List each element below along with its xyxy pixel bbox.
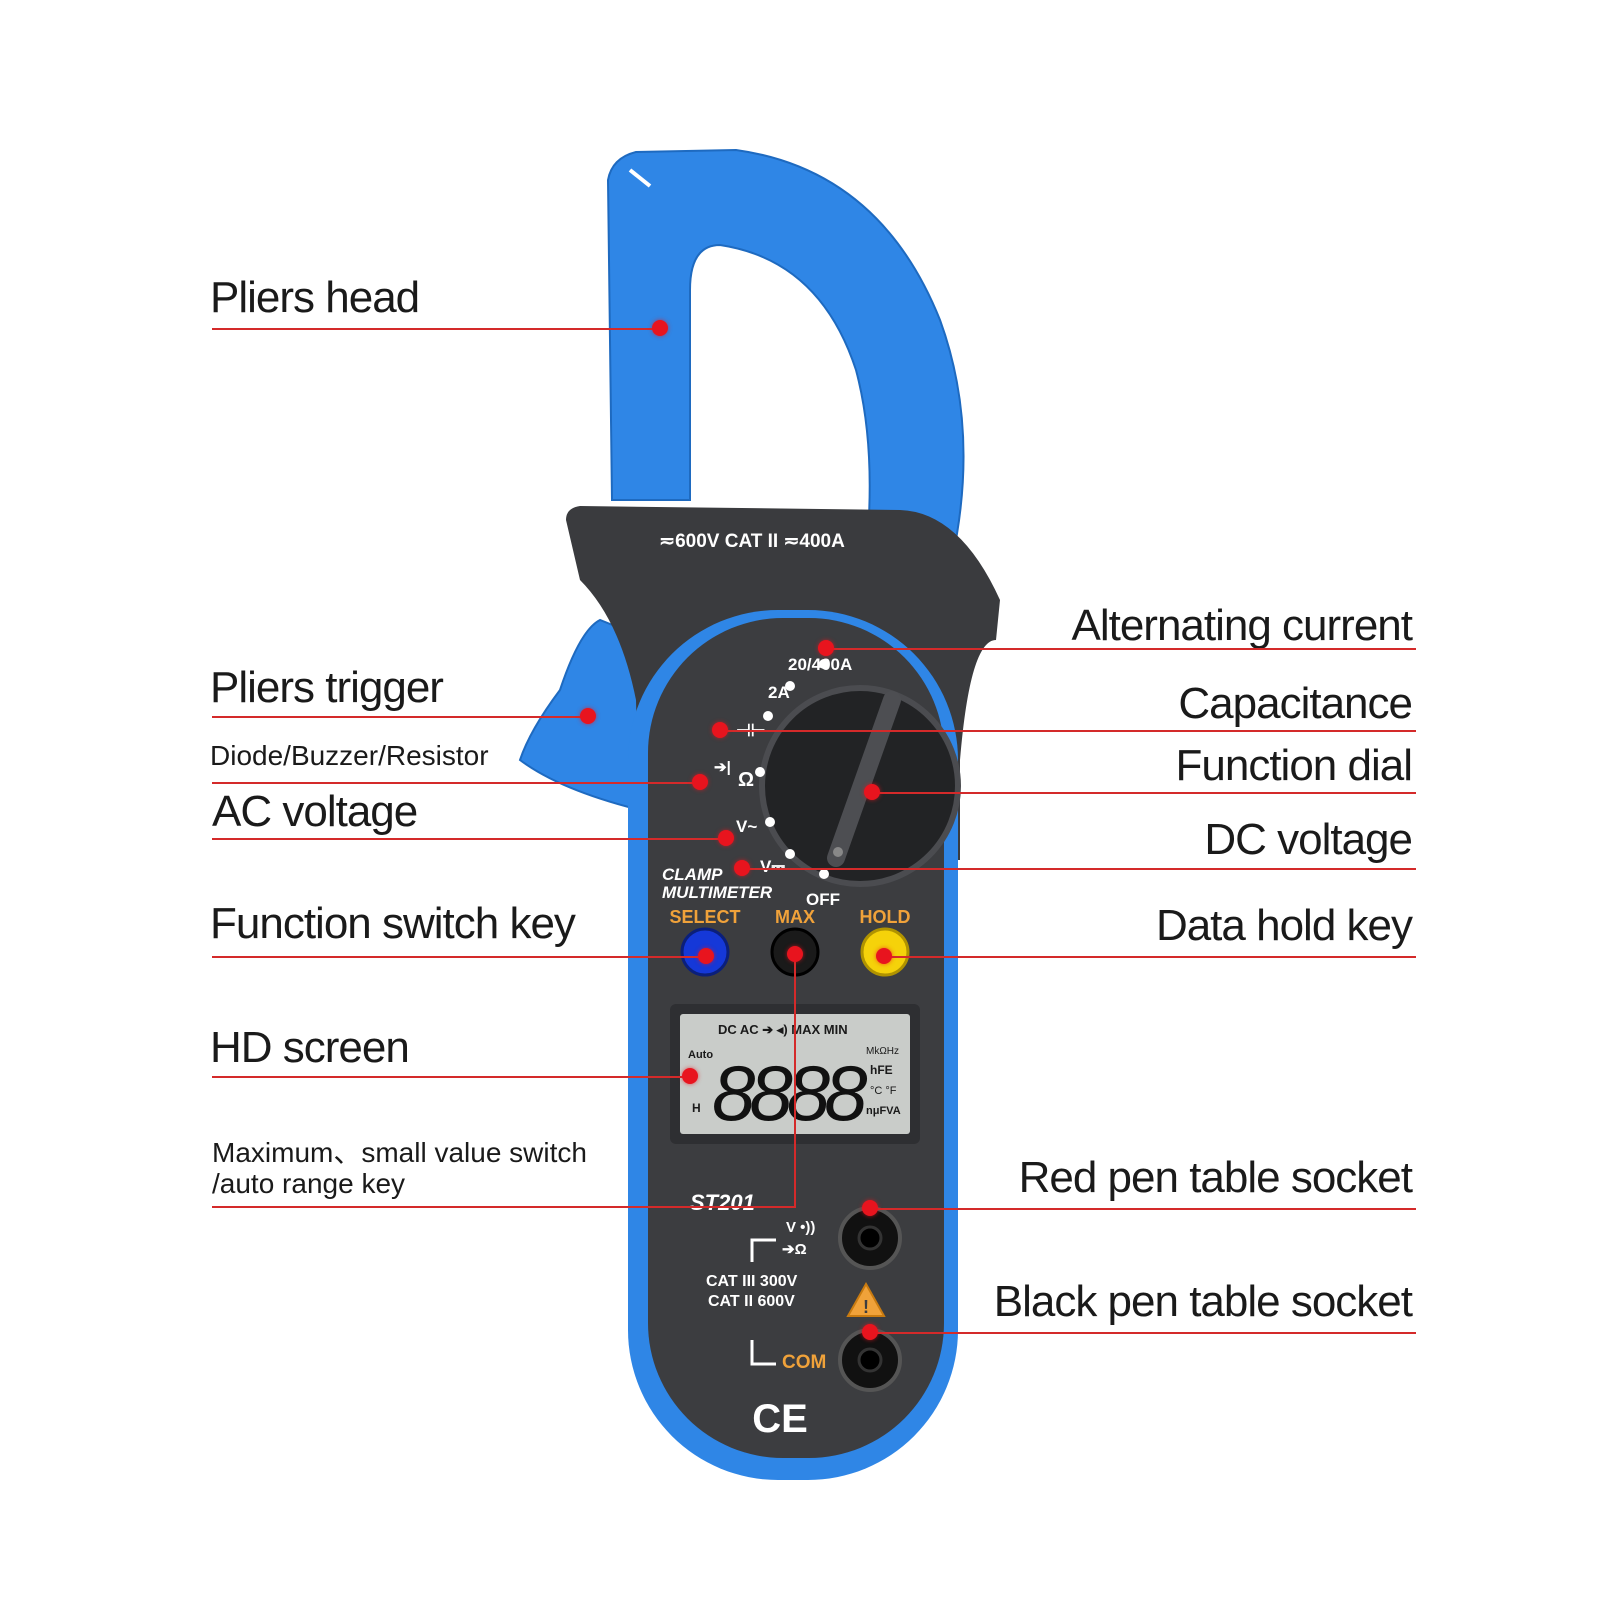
marker-function-switch-key (698, 948, 714, 964)
label-max-min-key: Maximum、small value switch /auto range k… (212, 1137, 632, 1200)
com-label: COM (782, 1352, 826, 1373)
socket-v-label: V •)) (786, 1219, 815, 1236)
leader-pliers-trigger (212, 716, 588, 718)
marker-max-min-key (787, 946, 803, 962)
leader-pliers-head (212, 328, 660, 330)
lcd-annunciators: DC AC ➔ ◂) MAX MIN (718, 1022, 848, 1037)
dial-label-diode: ➔| (714, 759, 731, 776)
marker-dc-voltage (734, 860, 750, 876)
black-pen-socket-hole (857, 1347, 883, 1373)
dial-label-20-400a: 20/400A (788, 655, 852, 674)
dial-label-vdc: V⎓ (760, 857, 785, 876)
red-pen-socket-hole (857, 1225, 883, 1251)
leader-alternating-current (826, 648, 1416, 650)
marker-diode-buzzer-resistor (692, 774, 708, 790)
socket-diode-ohm-label: ➔Ω (782, 1241, 807, 1258)
cat-iii-rating: CAT III 300V (706, 1273, 798, 1290)
marker-capacitance (712, 722, 728, 738)
label-diode-buzzer-resistor: Diode/Buzzer/Resistor (210, 740, 489, 771)
label-function-dial: Function dial (1175, 741, 1413, 790)
dial-position-dots (755, 659, 829, 879)
socket-bracket-top (750, 1238, 776, 1262)
marker-pliers-head (652, 320, 668, 336)
label-dc-voltage: DC voltage (1204, 815, 1413, 864)
model-number: ST201 (690, 1190, 755, 1215)
marker-black-pen-socket (862, 1324, 878, 1340)
brand-line-2: MULTIMETER (662, 883, 773, 902)
lcd-units-3: °C °F (870, 1085, 897, 1097)
lcd-units-2: hFE (870, 1063, 893, 1077)
max-key-label: MAX (775, 907, 815, 927)
leader-function-switch-key (212, 956, 706, 958)
lcd-digits: 8888 (712, 1049, 867, 1137)
leader-max-min-key-horizontal (212, 1206, 796, 1208)
label-capacitance: Capacitance (1178, 679, 1413, 728)
lcd-units-1: MkΩHz (866, 1046, 899, 1057)
leader-capacitance (720, 730, 1416, 732)
lcd-h: H (692, 1101, 701, 1115)
marker-pliers-trigger (580, 708, 596, 724)
dial-label-off: OFF (806, 890, 840, 909)
label-alternating-current: Alternating current (1071, 601, 1413, 650)
brand-line-1: CLAMP (662, 865, 723, 884)
label-pliers-trigger: Pliers trigger (210, 663, 444, 712)
label-hd-screen: HD screen (210, 1023, 410, 1072)
label-max-min-line-2: /auto range key (212, 1167, 406, 1199)
label-red-pen-socket: Red pen table socket (1018, 1153, 1413, 1202)
dial-pointer (827, 691, 901, 867)
marker-hd-screen (682, 1068, 698, 1084)
warning-triangle-icon (846, 1281, 886, 1317)
lcd-units-4: nμFVA (866, 1105, 901, 1117)
ce-mark: CE (752, 1397, 808, 1441)
leader-function-dial (872, 792, 1416, 794)
label-pliers-head: Pliers head (210, 273, 420, 322)
label-data-hold-key: Data hold key (1155, 901, 1413, 950)
marker-function-dial (864, 784, 880, 800)
label-function-switch-key: Function switch key (210, 899, 576, 948)
marker-data-hold-key (876, 948, 892, 964)
dial-pointer-dot (833, 847, 843, 857)
leader-black-pen-socket (870, 1332, 1416, 1334)
cat-ii-rating: CAT II 600V (708, 1293, 795, 1310)
leader-diode-buzzer-resistor (212, 782, 700, 784)
label-max-min-line-1: Maximum、small value switch (212, 1137, 587, 1168)
select-key-label: SELECT (669, 907, 740, 927)
warning-mark: ! (863, 1297, 869, 1317)
hold-key-label: HOLD (860, 907, 911, 927)
marker-ac-voltage (718, 830, 734, 846)
marker-alternating-current (818, 640, 834, 656)
marker-red-pen-socket (862, 1200, 878, 1216)
dial-label-2a: 2A (768, 683, 790, 702)
lcd-auto: Auto (688, 1049, 713, 1061)
rating-text: ≂600V CAT II ≂400A (659, 531, 845, 552)
leader-max-min-key-vertical (794, 952, 796, 1208)
leader-dc-voltage (742, 868, 1416, 870)
dial-label-ohm: Ω (738, 769, 754, 791)
leader-hd-screen (212, 1076, 690, 1078)
dial-label-vac: V~ (736, 817, 757, 836)
leader-data-hold-key (884, 956, 1416, 958)
socket-bracket-bottom (750, 1340, 776, 1366)
jaw-gap (628, 168, 652, 188)
label-black-pen-socket: Black pen table socket (993, 1277, 1413, 1326)
leader-ac-voltage (212, 838, 726, 840)
leader-red-pen-socket (870, 1208, 1416, 1210)
label-ac-voltage: AC voltage (212, 787, 418, 836)
